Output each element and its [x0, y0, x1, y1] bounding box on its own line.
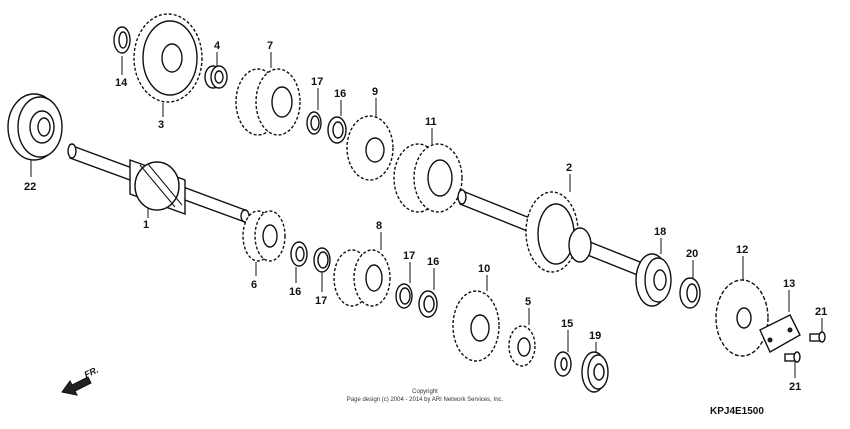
part-circlip-17-lower-left[interactable] [313, 247, 331, 273]
callout-22[interactable]: 22 [24, 181, 36, 193]
part-gear-9[interactable] [346, 115, 394, 181]
part-countershaft-2[interactable] [457, 188, 641, 278]
callout-17-lower[interactable]: 17 [403, 250, 415, 262]
part-mainshaft-1[interactable] [67, 143, 250, 224]
callout-5[interactable]: 5 [525, 296, 531, 308]
callout-20[interactable]: 20 [686, 248, 698, 260]
part-circlip-17-lower[interactable] [395, 283, 413, 309]
callout-3[interactable]: 3 [158, 119, 164, 131]
copyright-title: Copyright [412, 389, 438, 395]
callout-16-upper[interactable]: 16 [334, 88, 346, 100]
callout-17-lower-left[interactable]: 17 [315, 295, 327, 307]
callout-1[interactable]: 1 [143, 219, 149, 231]
part-washer-15[interactable] [554, 351, 572, 377]
part-washer-16-lower-left[interactable] [290, 241, 308, 267]
callout-4[interactable]: 4 [214, 40, 221, 52]
callout-14[interactable]: 14 [115, 77, 128, 89]
part-washer-14[interactable] [113, 26, 131, 54]
part-circlip-17-upper[interactable] [306, 111, 322, 135]
callout-16-lower-left[interactable]: 16 [289, 286, 301, 298]
diagram-code: KPJ4E1500 [710, 406, 764, 417]
part-washer-16-upper[interactable] [327, 116, 347, 144]
callout-12[interactable]: 12 [736, 244, 748, 256]
leader-lines [30, 52, 823, 378]
callout-17-upper[interactable]: 17 [311, 76, 323, 88]
front-label: FR. [83, 365, 100, 380]
callout-2[interactable]: 2 [566, 162, 572, 174]
callout-10[interactable]: 10 [478, 263, 490, 275]
part-bearing-22[interactable] [7, 93, 63, 161]
part-seal-20[interactable] [679, 277, 701, 309]
callout-21-upper[interactable]: 21 [815, 306, 827, 318]
part-bolt-21-upper[interactable] [809, 331, 826, 343]
callout-15[interactable]: 15 [561, 318, 573, 330]
part-sprocket-12[interactable] [715, 279, 769, 357]
front-direction-indicator: FR. [61, 365, 100, 396]
callout-6[interactable]: 6 [251, 279, 257, 291]
callout-7[interactable]: 7 [267, 40, 273, 52]
part-gear-6[interactable] [242, 210, 286, 262]
part-gear-7[interactable] [235, 68, 301, 136]
part-plate-13[interactable] [759, 314, 801, 353]
callout-13[interactable]: 13 [783, 278, 795, 290]
part-gear-5[interactable] [508, 325, 536, 367]
callout-19[interactable]: 19 [589, 330, 601, 342]
part-washer-16-lower[interactable] [418, 290, 438, 318]
part-gear-3[interactable] [133, 13, 203, 103]
part-gear-10[interactable] [452, 290, 500, 362]
copyright-notice: Page design (c) 2004 - 2014 by ARI Netwo… [347, 397, 504, 403]
callout-11[interactable]: 11 [425, 116, 437, 128]
part-bearing-18[interactable] [635, 253, 672, 307]
part-bearing-19[interactable] [581, 351, 609, 393]
callout-labels: 14 3 4 7 17 16 9 11 2 22 1 6 16 17 8 17 … [24, 40, 827, 393]
callout-21-lower[interactable]: 21 [789, 381, 801, 393]
front-arrow-icon [61, 376, 92, 396]
callout-16-lower[interactable]: 16 [427, 256, 439, 268]
part-gear-8[interactable] [333, 249, 391, 307]
part-bushing-4[interactable] [204, 65, 228, 89]
callout-18[interactable]: 18 [654, 226, 666, 238]
callout-8[interactable]: 8 [376, 220, 382, 232]
part-gear-11[interactable] [393, 143, 463, 213]
callout-9[interactable]: 9 [372, 86, 378, 98]
part-bolt-21-lower[interactable] [784, 351, 801, 363]
